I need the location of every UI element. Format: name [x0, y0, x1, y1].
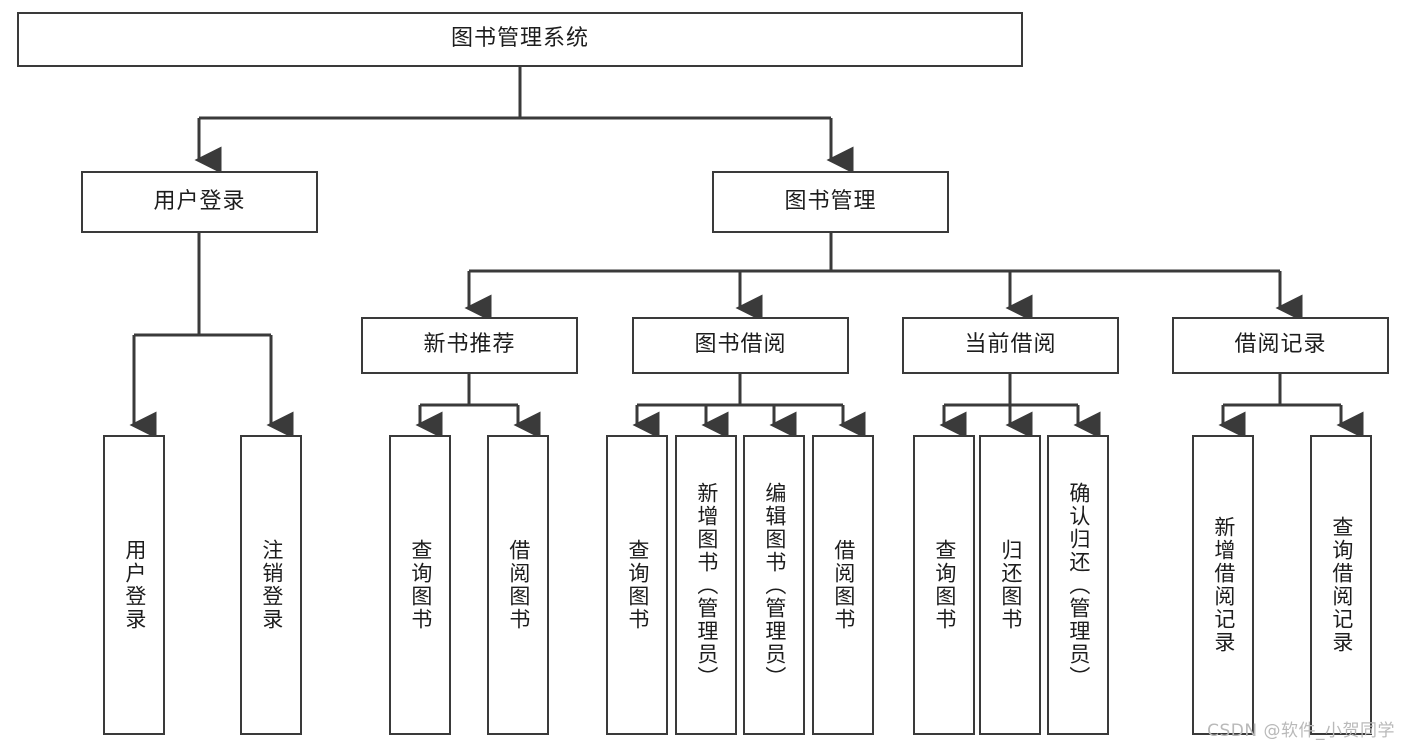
node-leaf-query-borrow-record[interactable]: 查询借阅记录 — [1310, 435, 1372, 735]
node-label: 新书推荐 — [423, 332, 516, 358]
node-borrowing-record[interactable]: 借阅记录 — [1172, 317, 1389, 374]
node-new-book-recommendation[interactable]: 新书推荐 — [361, 317, 578, 374]
node-label: 当前借阅 — [964, 332, 1057, 358]
node-leaf-add-borrow-record[interactable]: 新增借阅记录 — [1192, 435, 1254, 735]
node-leaf-add-book-admin[interactable]: 新增图书（管理员） — [675, 435, 737, 735]
node-book-borrowing[interactable]: 图书借阅 — [632, 317, 849, 374]
node-current-borrowing[interactable]: 当前借阅 — [902, 317, 1119, 374]
node-label: 查询图书 — [625, 539, 650, 631]
node-label: 注销登录 — [259, 539, 284, 631]
node-leaf-user-login[interactable]: 用户登录 — [103, 435, 165, 735]
node-label: 图书管理系统 — [450, 26, 589, 52]
node-leaf-logout-login[interactable]: 注销登录 — [240, 435, 302, 735]
node-leaf-edit-book-admin[interactable]: 编辑图书（管理员） — [743, 435, 805, 735]
node-label: 借阅图书 — [831, 539, 856, 631]
node-label: 用户登录 — [122, 539, 147, 631]
node-label: 用户登录 — [153, 188, 246, 214]
node-book-management[interactable]: 图书管理 — [712, 171, 949, 233]
node-leaf-confirm-return-admin[interactable]: 确认归还（管理员） — [1047, 435, 1109, 735]
node-label: 图书借阅 — [694, 332, 787, 358]
node-leaf-query-book-current[interactable]: 查询图书 — [913, 435, 975, 735]
node-label: 查询借阅记录 — [1329, 516, 1354, 654]
node-label: 图书管理 — [784, 188, 877, 214]
node-leaf-return-book[interactable]: 归还图书 — [979, 435, 1041, 735]
node-label: 借阅记录 — [1234, 332, 1327, 358]
node-label: 新增借阅记录 — [1211, 516, 1236, 654]
node-user-login[interactable]: 用户登录 — [81, 171, 318, 233]
node-label: 确认归还（管理员） — [1066, 481, 1091, 689]
node-leaf-query-book-newbook[interactable]: 查询图书 — [389, 435, 451, 735]
node-label: 查询图书 — [408, 539, 433, 631]
node-label: 查询图书 — [932, 539, 957, 631]
node-label: 借阅图书 — [506, 539, 531, 631]
node-root-book-management-system[interactable]: 图书管理系统 — [17, 12, 1023, 67]
node-label: 归还图书 — [998, 539, 1023, 631]
node-label: 编辑图书（管理员） — [762, 481, 787, 689]
node-label: 新增图书（管理员） — [694, 481, 719, 689]
node-leaf-query-book-borrow[interactable]: 查询图书 — [606, 435, 668, 735]
node-leaf-borrow-book-newbook[interactable]: 借阅图书 — [487, 435, 549, 735]
node-leaf-borrow-book[interactable]: 借阅图书 — [812, 435, 874, 735]
